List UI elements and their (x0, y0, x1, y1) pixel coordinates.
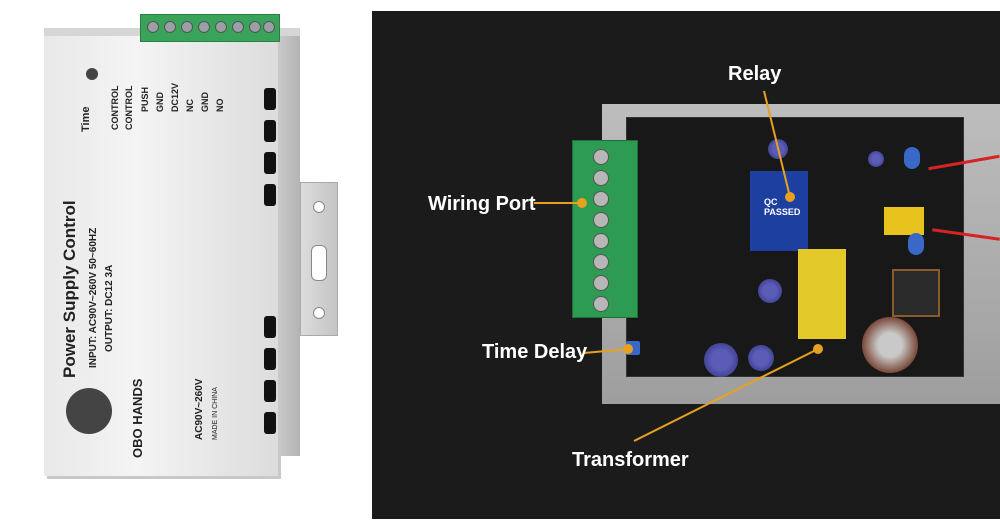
callout-leaders (534, 90, 823, 442)
vent-slot (264, 184, 276, 206)
mount-hole (313, 307, 325, 319)
terminal-label: CONTROL (110, 85, 120, 131)
terminal-screw (593, 296, 609, 312)
terminal-label: NO (215, 98, 225, 113)
terminal-label: PUSH (140, 86, 150, 112)
terminal-screw (263, 21, 275, 33)
product-title: Power Supply Control (60, 200, 79, 378)
terminal-screw (232, 21, 244, 33)
time-label: Time (80, 106, 92, 132)
terminal-screw (593, 191, 609, 207)
output-spec: OUTPUT: DC12 3A (104, 264, 115, 352)
keyhole-slot (311, 245, 327, 281)
relay-leader (763, 90, 791, 198)
relay-component: QC PASSED (750, 171, 808, 251)
terminal-label: DC12V (170, 82, 180, 112)
box-side (278, 36, 300, 456)
terminal-label: GND (155, 92, 165, 112)
terminal-screw (593, 275, 609, 291)
brand-hand-logo (66, 388, 112, 434)
fuse-component (884, 207, 924, 235)
wiring-port-terminal (572, 140, 638, 318)
vent-slot (264, 88, 276, 110)
terminal-screw (147, 21, 159, 33)
voltage-mark: AC90V~260V (194, 378, 205, 440)
terminal-screw (593, 170, 609, 186)
capacitor (704, 343, 738, 377)
terminal-screw (593, 233, 609, 249)
terminal-screw (198, 21, 210, 33)
large-capacitor (862, 317, 918, 373)
time-delay-leader (583, 348, 629, 354)
terminal-label: NC (185, 99, 195, 112)
time-adjust-knob (86, 68, 98, 80)
wiring-port-callout: Wiring Port (428, 193, 536, 215)
transformer-leader-dot (813, 344, 823, 354)
vent-slot (264, 380, 276, 402)
capacitor (868, 151, 884, 167)
inductor-coil (892, 269, 940, 317)
terminal-screw (249, 21, 261, 33)
transformer-callout: Transformer (572, 449, 689, 471)
terminal-block (140, 14, 280, 42)
mounting-bracket (300, 182, 338, 336)
relay-leader-dot (785, 192, 795, 202)
vent-slot (264, 120, 276, 142)
transformer-component (798, 249, 846, 339)
vent-slot (264, 348, 276, 370)
terminal-screw (181, 21, 193, 33)
terminal-label: GND (200, 92, 210, 112)
relay-callout: Relay (728, 63, 782, 85)
relay-marking: QC PASSED (764, 197, 801, 217)
mount-hole (313, 201, 325, 213)
terminal-screw (164, 21, 176, 33)
terminal-screw (593, 212, 609, 228)
transformer-leader (633, 348, 819, 442)
product-photo: CONTROL CONTROL PUSH GND DC12V NC GND NO… (0, 0, 368, 527)
input-spec: INPUT: AC90V~260V 50~60HZ (88, 227, 99, 368)
terminal-screw (215, 21, 227, 33)
time-delay-leader-dot (623, 344, 633, 354)
capacitor (748, 345, 774, 371)
wiring-port-leader-dot (577, 198, 587, 208)
made-in-china: MADE IN CHINA (212, 387, 219, 440)
terminal-screw (593, 149, 609, 165)
vent-slot (264, 412, 276, 434)
capacitor (758, 279, 782, 303)
brand-name: OBO HANDS (130, 378, 145, 458)
blue-capacitor (908, 233, 924, 255)
vent-slot (264, 316, 276, 338)
terminal-label: CONTROL (124, 85, 134, 131)
terminal-screw (593, 254, 609, 270)
time-delay-callout: Time Delay (482, 341, 588, 363)
vent-slot (264, 152, 276, 174)
blue-capacitor (904, 147, 920, 169)
board-photo: QC PASSED Relay Wiring Port Time Delay T… (372, 11, 1000, 519)
